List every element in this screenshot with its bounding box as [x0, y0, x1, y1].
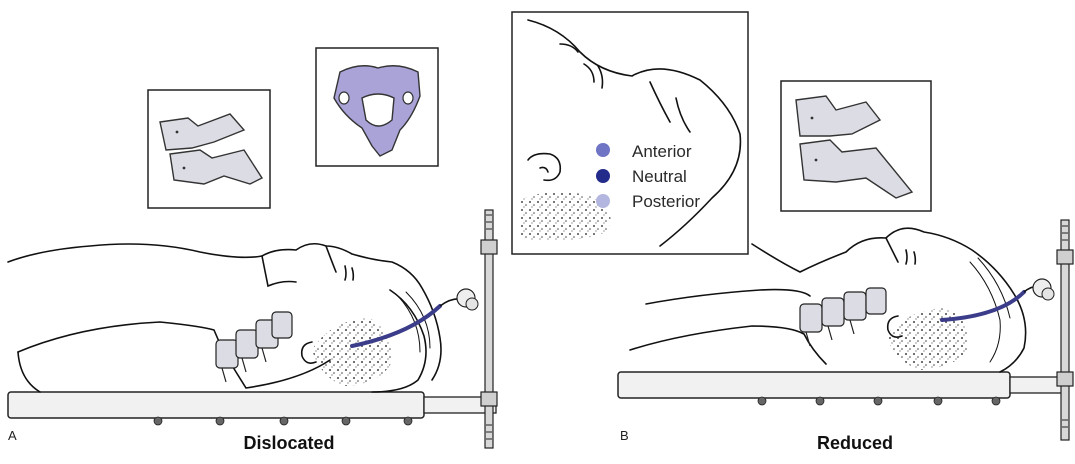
cervical-spine-b	[800, 288, 886, 346]
legend-label-posterior: Posterior	[632, 192, 700, 211]
caption-dislocated: Dislocated	[214, 433, 364, 454]
legend-marker-neutral	[596, 169, 610, 183]
legend-label-anterior: Anterior	[632, 142, 692, 161]
panel-letter-b: B	[620, 428, 629, 443]
table-a	[8, 392, 496, 425]
panel-b: Anterior Neutral Posterior	[512, 12, 1073, 440]
stipple-shading-a	[312, 318, 392, 386]
legend-marker-posterior	[596, 194, 610, 208]
legend-label-neutral: Neutral	[632, 167, 687, 186]
cervical-spine-a	[216, 312, 292, 382]
panel-letter-a: A	[8, 428, 17, 443]
traction-frame-b	[1057, 220, 1073, 440]
inset-lateral-vertebrae-reduced	[781, 81, 931, 211]
inset-lateral-vertebrae-dislocated	[148, 90, 270, 208]
panel-a	[8, 48, 497, 448]
inset-pin-sites: Anterior Neutral Posterior	[512, 12, 748, 254]
inset-axial-vertebra	[316, 48, 438, 166]
legend-marker-anterior	[596, 143, 610, 157]
table-b	[618, 372, 1068, 405]
caption-reduced: Reduced	[792, 433, 918, 454]
